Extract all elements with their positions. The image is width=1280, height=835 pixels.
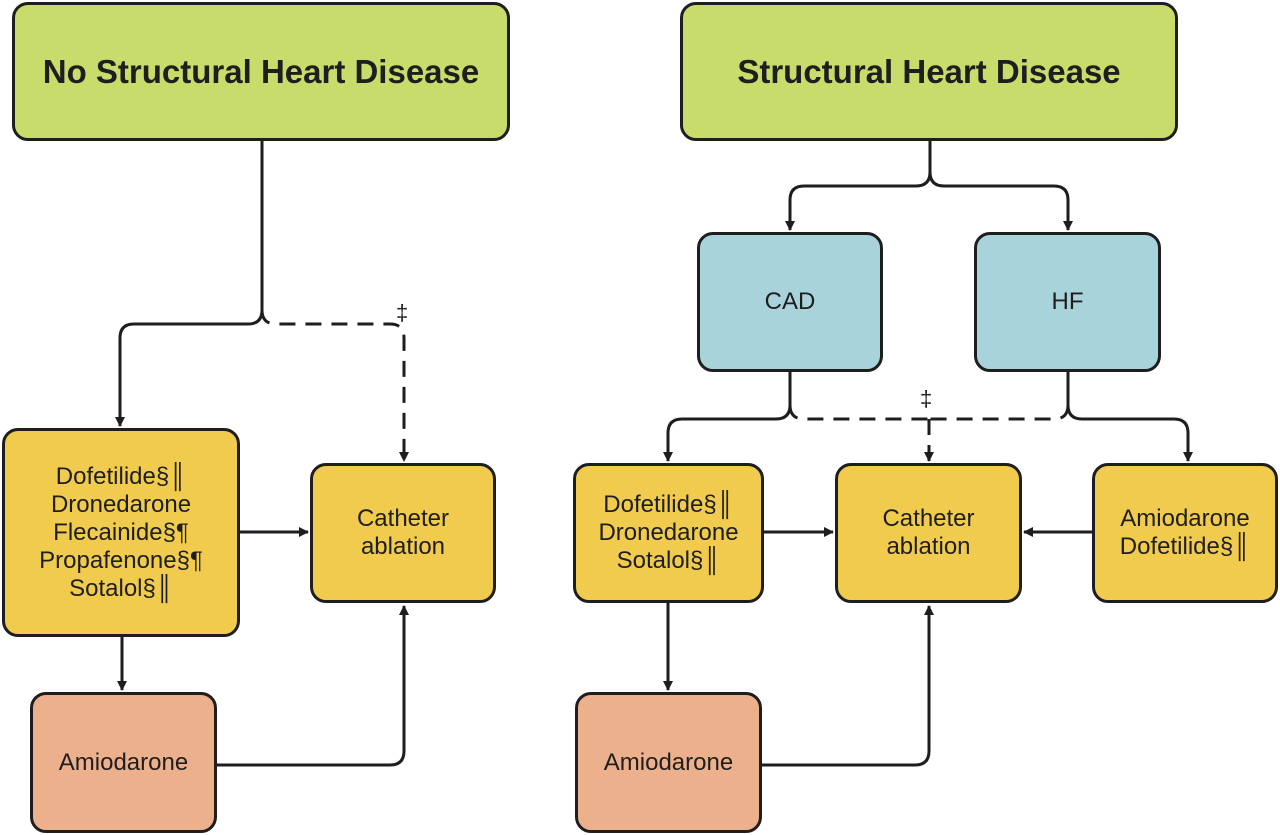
drug-line: Dofetilide§║ — [603, 491, 734, 518]
ablation-line: Catheter — [882, 505, 975, 532]
catheter-ablation-box: Catheter ablation — [835, 463, 1022, 603]
structural-heart-disease-header: Structural Heart Disease — [680, 2, 1178, 141]
cad-drugs-box: Dofetilide§║ Dronedarone Sotalol§║ — [573, 463, 764, 603]
header-label: Structural Heart Disease — [737, 52, 1121, 90]
amiodarone-box: Amiodarone — [575, 692, 762, 833]
drug-line: Dronedarone — [50, 490, 192, 518]
header-label: No Structural Heart Disease — [42, 52, 480, 90]
amiodarone-label: Amiodarone — [58, 748, 189, 776]
no-structural-heart-disease-header: No Structural Heart Disease — [12, 2, 510, 141]
dashed-arrow-title-to-ablation — [260, 309, 409, 462]
dashed-path-mark: ‡ — [396, 300, 409, 325]
arrow-title-to-hf — [928, 171, 1073, 231]
drug-line: Flecainide§¶ — [53, 518, 189, 546]
drug-line: Amiodarone — [1120, 505, 1250, 532]
arrow-title-to-drugs — [115, 140, 264, 427]
cad-box: CAD — [697, 232, 883, 372]
amiodarone-label: Amiodarone — [603, 748, 734, 776]
arrow-cad-to-drugs — [663, 372, 792, 462]
catheter-ablation-box: Catheter ablation — [310, 463, 496, 603]
ablation-line: ablation — [360, 533, 446, 560]
drug-line: Dofetilide§║ — [55, 462, 187, 490]
first-line-drugs-box: Dofetilide§║ Dronedarone Flecainide§¶ Pr… — [2, 428, 240, 637]
drug-line: Sotalol§║ — [616, 547, 721, 574]
hf-drugs-box: Amiodarone Dofetilide§║ — [1092, 463, 1278, 603]
ablation-line: Catheter — [356, 505, 450, 532]
ablation-line: ablation — [886, 533, 971, 560]
dashed-path-mark: ‡ — [920, 386, 933, 411]
arrow-hf-to-drugs — [1066, 372, 1193, 462]
dashed-arrow-hf-to-ablation — [929, 404, 1070, 421]
hf-box: HF — [974, 232, 1161, 372]
drug-line: Propafenone§¶ — [39, 546, 203, 574]
cad-label: CAD — [764, 288, 816, 315]
drug-line: Sotalol§║ — [69, 574, 173, 602]
amiodarone-box: Amiodarone — [30, 692, 217, 833]
arrow-title-to-cad — [785, 140, 932, 231]
drug-line: Dronedarone — [598, 519, 739, 546]
drug-line: Dofetilide§║ — [1119, 533, 1251, 560]
arrow-amiodarone-to-ablation — [217, 605, 409, 767]
arrow-amiodarone-to-ablation-right — [762, 605, 934, 767]
dashed-arrow-cad-to-ablation — [788, 404, 929, 421]
hf-label: HF — [1051, 288, 1084, 315]
